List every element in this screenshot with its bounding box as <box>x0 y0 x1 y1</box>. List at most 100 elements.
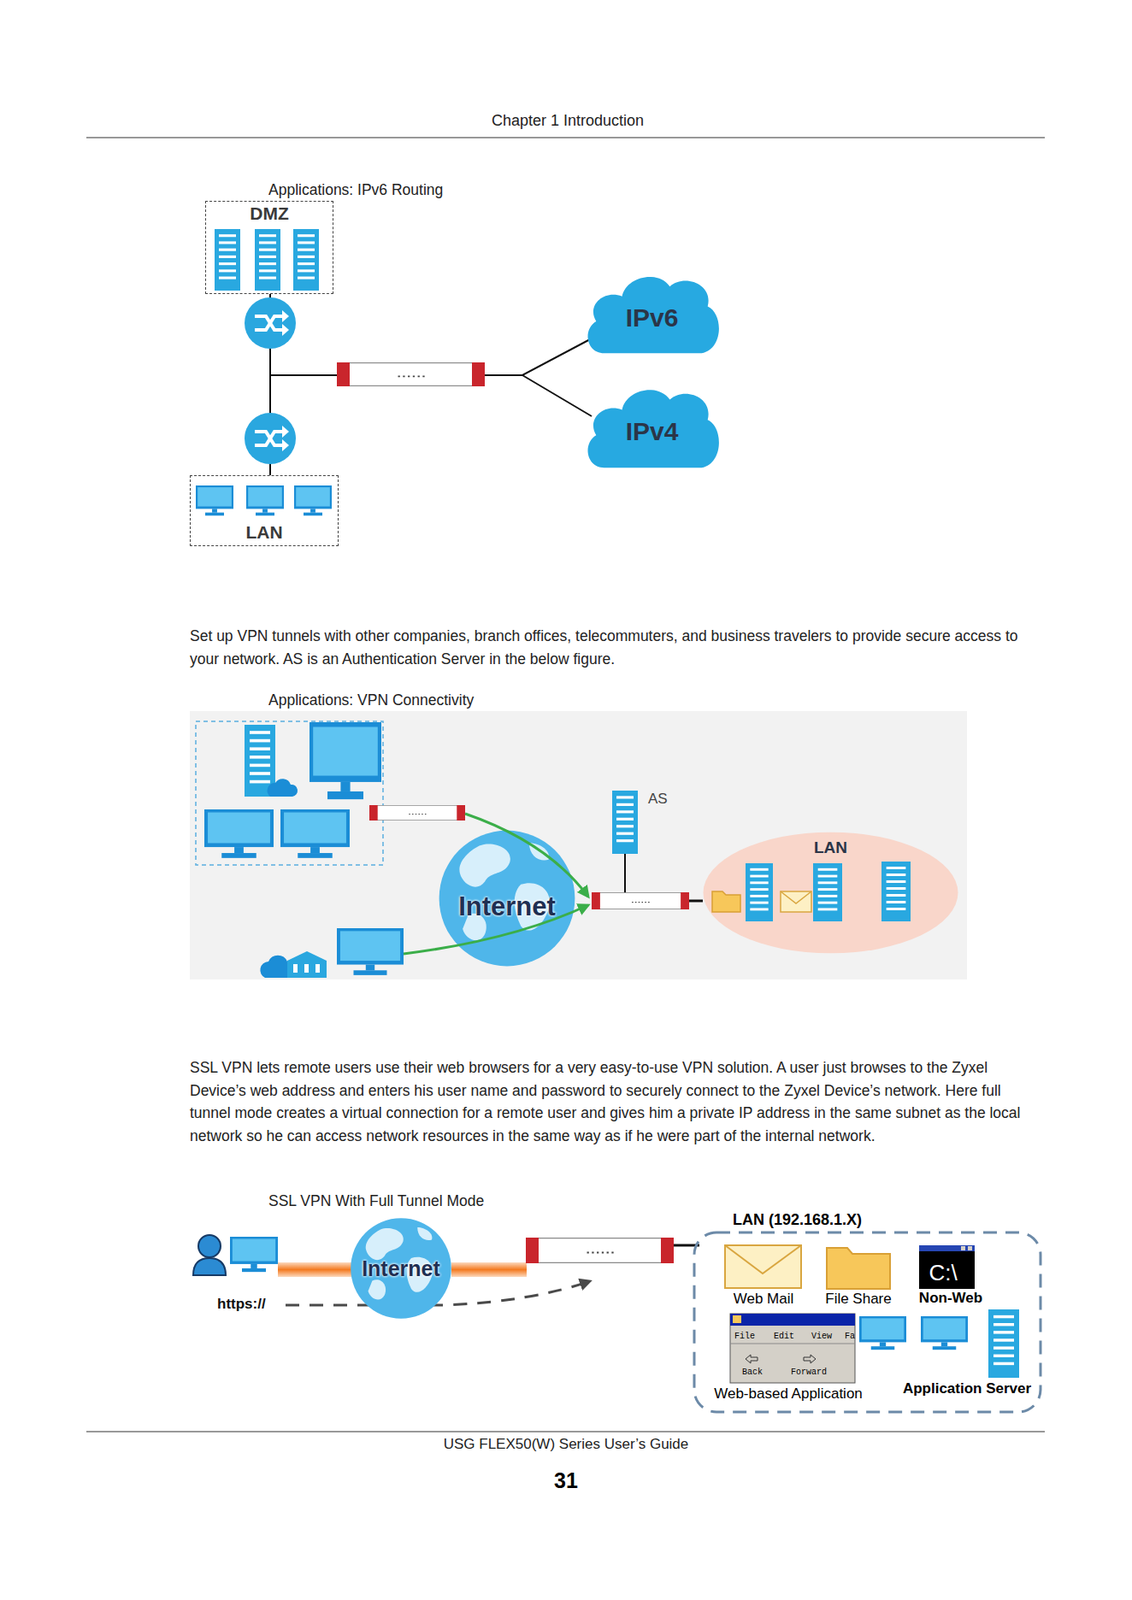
body-paragraph: SSL VPN lets remote users use their web … <box>189 1056 1043 1148</box>
monitor-icon <box>195 485 234 516</box>
user-head <box>198 1235 221 1258</box>
menu-item: View <box>811 1332 832 1342</box>
monitor-icon <box>336 928 404 976</box>
figure-title: SSL VPN With Full Tunnel Mode <box>268 1192 484 1211</box>
ipv6-cloud: IPv6 <box>582 267 722 358</box>
server-icon <box>254 229 281 291</box>
globe-shape <box>350 1218 452 1320</box>
globe-continent <box>459 843 510 887</box>
back-arrow <box>745 1355 758 1364</box>
globe-continent <box>368 1279 386 1300</box>
icon-label: Web Mail <box>733 1291 795 1309</box>
monitor-icon <box>309 722 382 800</box>
body-paragraph: Set up VPN tunnels with other companies,… <box>189 624 1045 671</box>
network-wire <box>522 375 592 417</box>
protocol-label: https:// <box>217 1296 266 1314</box>
menu-item: Fa <box>844 1332 855 1342</box>
firewall-device <box>336 362 485 387</box>
user-body <box>193 1258 226 1276</box>
server-icon <box>244 725 276 797</box>
building-window <box>293 964 298 973</box>
network-wire <box>484 338 592 376</box>
zone-ellipse <box>703 832 959 955</box>
monitor-icon <box>294 485 332 516</box>
monitor-icon <box>246 485 284 516</box>
envelope-icon <box>725 1245 802 1289</box>
browser-window <box>730 1314 855 1384</box>
node-label: Internet <box>361 1256 441 1282</box>
building-icon <box>287 951 327 979</box>
node-label: IPv4 <box>625 417 679 447</box>
dmz-zone: DMZ <box>205 200 334 295</box>
server-icon <box>293 229 319 291</box>
toolbar-rule <box>730 1344 855 1345</box>
firewall-device <box>525 1238 674 1264</box>
node-label: DMZ <box>249 203 289 225</box>
lan-zone: LAN <box>189 475 339 547</box>
server-icon <box>214 229 241 291</box>
lan-zone: LAN <box>701 831 960 955</box>
globe-continent <box>365 1228 404 1261</box>
window-button <box>967 1246 973 1251</box>
firewall-device <box>369 805 466 821</box>
header-rule <box>86 137 1045 139</box>
network-wire <box>624 854 626 894</box>
icon-label: Web-based Application <box>713 1385 863 1404</box>
building-window <box>304 964 309 973</box>
firewall-device <box>591 892 690 910</box>
icon-label: File Share <box>825 1291 891 1309</box>
window-button <box>961 1246 966 1251</box>
footer-rule <box>86 1432 1045 1433</box>
browser-titlebar <box>730 1314 855 1327</box>
page-footer: USG FLEX50(W) Series User’s Guide <box>443 1436 690 1454</box>
switch-symbol <box>244 412 296 465</box>
page-number: 31 <box>554 1468 578 1494</box>
network-wire <box>270 374 337 377</box>
page-header: Chapter 1 Introduction <box>491 112 644 130</box>
branch-zone <box>195 721 384 866</box>
figure-title: Applications: IPv6 Routing <box>268 181 443 200</box>
node-label: LAN <box>245 522 283 543</box>
toolbar-button: Back <box>742 1367 763 1378</box>
tunnel-bar <box>451 1262 527 1278</box>
network-wire <box>689 900 703 903</box>
toolbar-button: Forward <box>790 1367 827 1378</box>
cloud-shape <box>587 277 719 354</box>
browser-icon <box>732 1315 742 1324</box>
monitor-icon <box>229 1237 278 1273</box>
tunnel-bar <box>277 1262 354 1278</box>
node-label: LAN <box>813 838 848 858</box>
server-icon <box>612 790 638 855</box>
network-wire <box>269 294 272 476</box>
zone-border <box>694 1232 1041 1413</box>
figure-background <box>189 711 967 980</box>
terminal-icon <box>919 1245 975 1290</box>
internet-globe: Internet <box>349 1217 453 1321</box>
cloud-shape <box>587 389 719 468</box>
folder-icon <box>826 1248 891 1290</box>
menu-item: Edit <box>773 1332 795 1342</box>
figure-title: Applications: VPN Connectivity <box>268 691 474 710</box>
globe-continent <box>529 843 549 861</box>
cloud-icon <box>267 778 298 797</box>
internet-globe: Internet <box>437 829 577 968</box>
envelope-flap <box>725 1245 802 1274</box>
monitor-icon <box>920 1316 968 1351</box>
node-label: LAN (192.168.1.X) <box>732 1211 862 1230</box>
server-label: AS <box>648 790 668 808</box>
switch-symbol <box>244 297 296 349</box>
terminal-prompt: C:\ <box>928 1260 957 1287</box>
building-window <box>315 964 320 973</box>
node-label: IPv6 <box>625 303 679 333</box>
terminal-titlebar <box>919 1245 975 1252</box>
monitor-icon <box>280 809 350 859</box>
monitor-icon <box>859 1316 907 1351</box>
monitor-icon <box>204 809 274 859</box>
ipv4-cloud: IPv4 <box>582 380 722 472</box>
node-label: Internet <box>458 891 556 923</box>
cloud-icon <box>259 955 288 979</box>
